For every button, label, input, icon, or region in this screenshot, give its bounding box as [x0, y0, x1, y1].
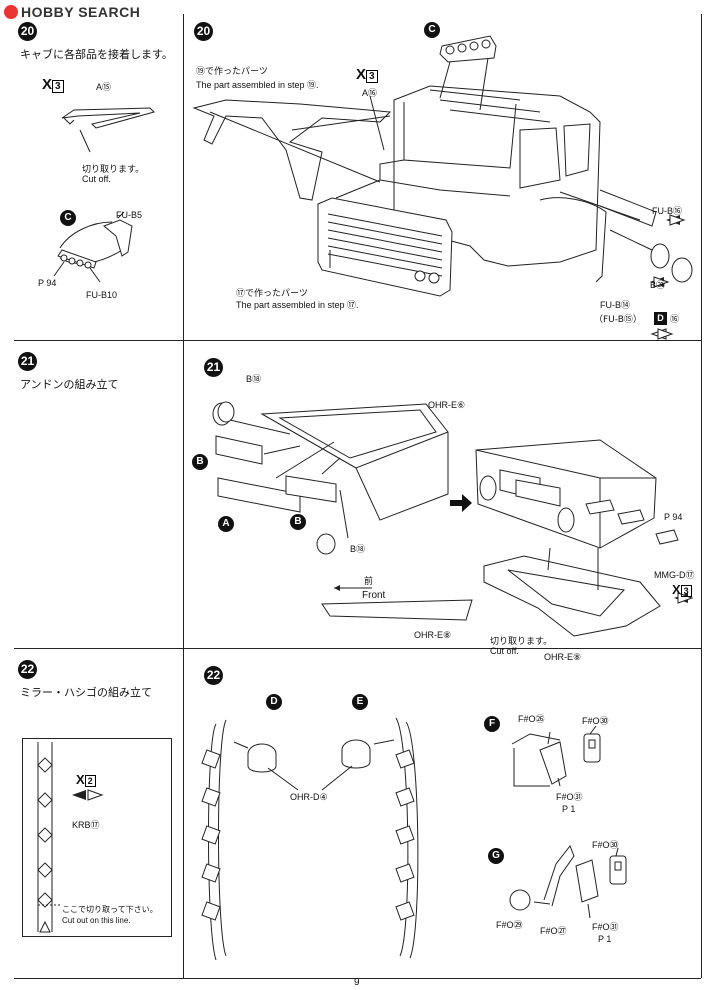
ladder-part-box [22, 738, 172, 937]
site-logo: HOBBY SEARCH [4, 3, 140, 21]
left-step20-part-a15: A⑮ [96, 82, 112, 92]
main-step21-b-badge-1: B [192, 454, 208, 470]
main-step22-g-fo27: F#O㉗ [540, 926, 567, 936]
main-step21-number: 21 [204, 358, 223, 377]
main-step21-mmg-d17: MMG-D⑰ [654, 570, 695, 580]
main-step22-e-badge: E [352, 694, 368, 710]
left-step20-p94: P 94 [38, 278, 57, 288]
main-step21-b18-top: B⑱ [246, 374, 262, 384]
main-step21-b-badge-2: B [290, 514, 306, 530]
left-step22-cut-jp: ここで切り取って下さい。 [62, 905, 158, 914]
main-step20-step17-jp: ⑰で作ったパーツ [236, 289, 308, 299]
left-divider-2 [14, 648, 183, 649]
left-divider-1 [14, 340, 183, 341]
main-step20-d-badge: D [654, 312, 667, 325]
main-step22-g-fo31: F#O㉛ [592, 922, 619, 932]
left-step20-fu-b5: FU-B5 [116, 210, 143, 220]
main-step21-p94: P 94 [664, 512, 683, 522]
main-step22-d-badge: D [266, 694, 282, 710]
main-step20-step19-jp: ⑲で作ったパーツ [196, 67, 268, 77]
left-step21-number: 21 [18, 352, 37, 371]
main-step22-f-p1: P 1 [562, 804, 576, 814]
left-step20-title: キャブに各部品を接着します。 [20, 48, 173, 61]
main-step22-f-fo31: F#O㉛ [556, 792, 583, 802]
main-step20-number: 20 [194, 22, 213, 41]
main-step20-step17-en: The part assembled in step ⑰. [236, 300, 359, 310]
main-step21-front-jp: 前 [364, 577, 374, 587]
right-border [701, 14, 702, 978]
main-step21-cut-jp: 切り取ります。 [490, 637, 553, 647]
main-step22-f-fo30: F#O㉚ [582, 716, 609, 726]
left-step21-title: アンドンの組み立て [20, 378, 119, 391]
main-step21-ohr-e6: OHR-E⑥ [428, 400, 466, 410]
main-divider-2 [184, 648, 701, 649]
bottom-border [14, 978, 701, 979]
main-step21-ohr-e8-left: OHR-E⑧ [414, 630, 452, 640]
main-step20-b21: B㉑ [650, 280, 666, 290]
left-step22-cut-en: Cut out on this line. [62, 916, 131, 925]
logo-circle-icon [4, 5, 18, 19]
main-step20-a16: A⑯ [362, 88, 378, 98]
main-step20-fu-b16: FU-B⑯ [652, 206, 682, 216]
page-number: 9 [354, 977, 360, 988]
left-step22-title: ミラー・ハシゴの組み立て [20, 686, 152, 699]
main-step20-fu-b15: （FU-B⑮） [594, 315, 642, 325]
main-step21-cut-en: Cut off. [490, 646, 519, 656]
column-divider [183, 14, 184, 978]
main-step20-step19-en: The part assembled in step ⑲. [196, 80, 319, 90]
left-step20-c-badge: C [60, 210, 76, 226]
main-step21-front-en: Front [362, 590, 386, 601]
left-step20-cut-en: Cut off. [82, 174, 111, 184]
main-step21-a-badge: A [218, 516, 234, 532]
main-step21-ohr-e8-right: OHR-E⑧ [544, 652, 582, 662]
left-step20-fu-b10: FU-B10 [86, 290, 118, 300]
left-step22-krb17: KRB⑰ [72, 820, 100, 830]
main-step20-d16: ⑯ [670, 315, 680, 325]
left-step22-number: 22 [18, 660, 37, 679]
main-step21-b18-bottom: B⑱ [350, 544, 366, 554]
logo-text: HOBBY SEARCH [21, 4, 141, 20]
main-step22-ohr-d4: OHR-D④ [290, 792, 328, 802]
left-step20-cut-jp: 切り取ります。 [82, 165, 145, 175]
main-step22-number: 22 [204, 666, 223, 685]
main-divider-1 [184, 340, 701, 341]
main-step22-f-fo26: F#O㉖ [518, 714, 545, 724]
left-step20-number: 20 [18, 22, 37, 41]
main-step20-fu-b14: FU-B⑭ [600, 300, 630, 310]
main-step22-g-fo29: F#O㉙ [496, 920, 523, 930]
main-step22-g-badge: G [488, 848, 504, 864]
main-step22-f-badge: F [484, 716, 500, 732]
main-step20-c-badge: C [424, 22, 440, 38]
main-step22-g-fo30: F#O㉚ [592, 840, 619, 850]
main-step22-g-p1: P 1 [598, 934, 612, 944]
